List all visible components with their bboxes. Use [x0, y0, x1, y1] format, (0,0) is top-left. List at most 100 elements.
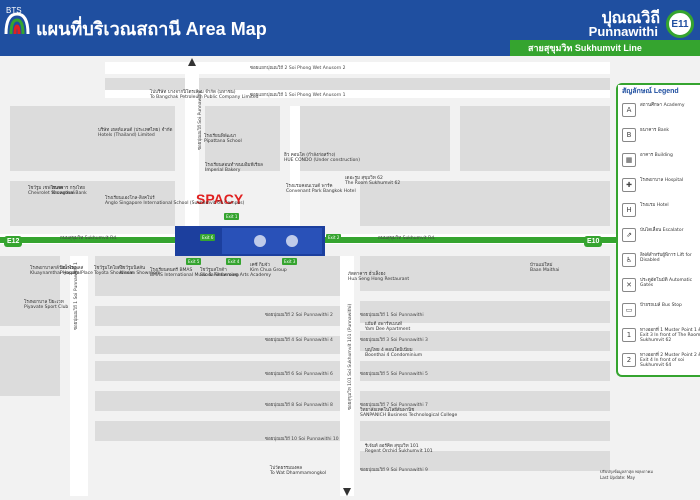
page-title: แผนที่บริเวณสถานี Area Map: [36, 19, 267, 39]
exit-6-badge: Exit 6: [200, 234, 216, 241]
legend-item: ✚ โรงพยาบาล Hospital: [622, 176, 700, 196]
road-label-soi-1: ซอยแยกปุณณวิถี 1 Soi Phong Wet Anusorn 1: [250, 93, 346, 98]
road-label-soi-p3: ซอยปุณณวิถี 3 Soi Punnawithi 3: [360, 338, 428, 343]
block: [10, 106, 175, 171]
exit-3-badge: Exit 3: [282, 258, 298, 265]
road-soi-1: [105, 90, 610, 98]
building-icon: ▦: [622, 153, 636, 167]
block: [360, 331, 610, 351]
road-label-sukhumvit-east: ถนนสุขุมวิท Sukhumvit Rd.: [378, 236, 436, 241]
legend-label: ประตูอัตโนมัติ Automatic Gates: [640, 278, 693, 288]
road-soi-2: [105, 62, 610, 74]
block: [95, 361, 340, 381]
legend-item: ⇗ บันไดเลื่อน Escalator: [622, 226, 700, 246]
lift-icon: ♿: [622, 253, 636, 267]
exit-5-badge: Exit 5: [186, 258, 202, 265]
road-label-soi-p2: ซอยปุณณวิถี 2 Soi Punnawithi 2: [265, 313, 333, 318]
road-label-sukhumvit-west: ถนนสุขุมวิท Sukhumvit Rd.: [60, 236, 118, 241]
road-label-soi-p5: ซอยปุณณวิถี 5 Soi Punnawithi 5: [360, 372, 428, 377]
road-sukhumvit-101: [340, 256, 354, 496]
road-label-soi-p10: ซอยปุณณวิถี 10 Soi Punnawithi 10: [265, 437, 339, 442]
logo-text: BTS: [6, 6, 22, 15]
bus-stop-icon: ▭: [622, 303, 636, 317]
road-vertical: [290, 106, 300, 231]
block: [360, 391, 610, 411]
legend-label: ป้ายรถเมล์ Bus Stop: [640, 303, 682, 308]
legend-item: ♿ ลิฟต์สำหรับผู้พิการ Lift for Disabled: [622, 251, 700, 271]
road-label-soi-p6: ซอยปุณณวิถี 6 Soi Punnawithi 6: [265, 372, 333, 377]
legend-label: โรงแรม Hotel: [640, 203, 669, 208]
block: [95, 336, 340, 354]
station-marker-e12: E12: [4, 236, 23, 247]
road-label-soi-p8: ซอยปุณณวิถี 8 Soi Punnawithi 8: [265, 403, 333, 408]
road-label-soi-p9: ซอยปุณณวิถี 9 Soi Punnawithi 9: [360, 468, 428, 473]
road-label-soi-p4: ซอยปุณณวิถี 4 Soi Punnawithi 4: [265, 338, 333, 343]
road-label-soi-p7: ซอยปุณณวิถี 7 Soi Punnawithi 7: [360, 403, 428, 408]
map-canvas: [0, 58, 616, 496]
place-yam-dee: แย้มดี อพาร์ทเมนท์Yam Dee Apartment: [365, 322, 411, 332]
block: [360, 256, 610, 291]
legend-label: ลิฟต์สำหรับผู้พิการ Lift for Disabled: [640, 253, 692, 263]
escalator-marker: [286, 235, 298, 247]
hospital-icon: ✚: [622, 178, 636, 192]
road-label-soi-2: ซอยแยกปุณณวิถี 2 Soi Phong Wet Anusorn 2: [250, 66, 346, 71]
legend-title: สัญลักษณ์ Legend: [618, 85, 700, 99]
road-label-sukhumvit-101: ซอยสุขุมวิท 101 Soi Sukhumvit 101 (Punna…: [348, 303, 353, 410]
block: [460, 106, 610, 171]
exit-1-icon: 1: [622, 328, 636, 342]
station-concourse: [222, 228, 322, 254]
line-name-bar: สายสุขุมวิท Sukhumvit Line: [510, 40, 700, 56]
block: [95, 421, 340, 441]
hotel-icon: H: [622, 203, 636, 217]
station-marker-e10: E10: [584, 236, 603, 247]
block: [95, 391, 340, 411]
exit-2-icon: 2: [622, 353, 636, 367]
place-baan-maithai: บ้านแม่ใหม่Baan Maithai: [530, 263, 560, 273]
block: [205, 106, 280, 171]
arrow-down-icon: [343, 488, 351, 496]
legend-label: โรงพยาบาล Hospital: [640, 178, 684, 183]
map-header: BTS แผนที่บริเวณสถานี Area Map ปุณณวิถี …: [0, 0, 700, 56]
legend-label: สถานศึกษา Academy: [640, 103, 685, 108]
escalator-icon: ⇗: [622, 228, 636, 242]
place-hue-condo: ฮิว คอนโด (กำลังก่อสร้าง)HUE CONDO (Unde…: [284, 153, 360, 163]
escalator-marker: [254, 235, 266, 247]
legend-item: ▭ ป้ายรถเมล์ Bus Stop: [622, 301, 700, 321]
automatic-gates-icon: ✕: [622, 278, 636, 292]
block: [0, 256, 60, 326]
exit-4-badge: Exit 4: [226, 258, 242, 265]
road-soi-punnawithi-1: [70, 256, 88, 496]
block: [360, 361, 610, 381]
legend-item: ✕ ประตูอัตโนมัติ Automatic Gates: [622, 276, 700, 296]
block: [10, 181, 175, 226]
station-code-badge: E11: [666, 10, 694, 38]
station-name-thai: ปุณณวิถี: [601, 10, 660, 27]
road-label-soi-p1: ซอยปุณณวิถี 1 Soi Punnawithi: [360, 313, 424, 318]
block: [0, 336, 60, 396]
legend-label: บันไดเลื่อน Escalator: [640, 228, 684, 233]
legend-label: อาคาร Building: [640, 153, 673, 158]
block: [360, 181, 610, 226]
legend-item: ▦ อาคาร Building: [622, 151, 700, 171]
spacy-label: SPACY: [196, 191, 244, 207]
